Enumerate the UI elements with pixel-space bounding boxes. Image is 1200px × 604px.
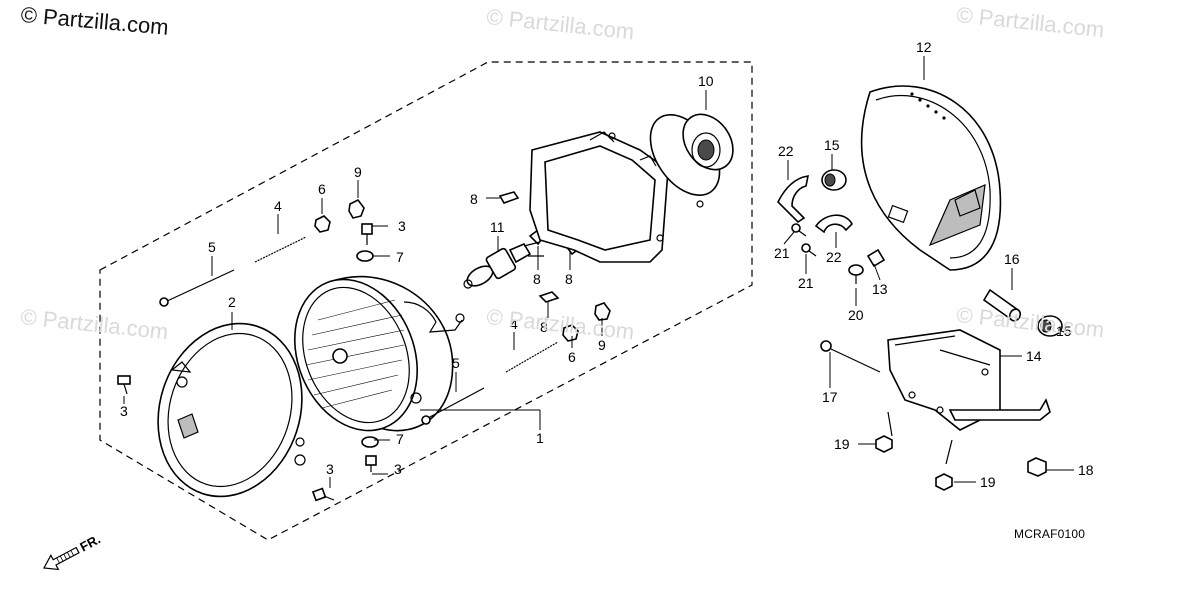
callout-8: 8 bbox=[565, 271, 573, 287]
collar-16 bbox=[982, 288, 1022, 322]
callout-8: 8 bbox=[533, 271, 541, 287]
adjusting-screw-upper bbox=[159, 269, 235, 307]
headlight-case bbox=[860, 85, 1002, 271]
grommet-15-lower bbox=[1037, 315, 1063, 337]
callout-4: 4 bbox=[274, 198, 282, 214]
callout-22: 22 bbox=[826, 249, 842, 265]
callout-21: 21 bbox=[774, 245, 790, 261]
headlight-stay bbox=[887, 329, 1051, 431]
callout-1: 1 bbox=[536, 430, 544, 446]
grommet-lower bbox=[361, 436, 379, 448]
socket-cover bbox=[649, 113, 734, 208]
callout-11: 11 bbox=[490, 219, 505, 235]
callout-15: 15 bbox=[1056, 323, 1072, 339]
callout-6: 6 bbox=[318, 181, 326, 197]
adjusting-spring-upper bbox=[254, 236, 307, 263]
callout-22: 22 bbox=[778, 143, 794, 159]
headlight-rim bbox=[157, 322, 306, 498]
front-direction-arrow-icon: FR. bbox=[43, 531, 103, 571]
stud-a bbox=[887, 411, 893, 437]
callout-19: 19 bbox=[980, 474, 996, 490]
cap-upper bbox=[348, 198, 365, 219]
callout-5: 5 bbox=[208, 239, 216, 255]
grommet-upper bbox=[356, 250, 374, 262]
adjusting-spring-lower bbox=[505, 341, 559, 373]
callout-9: 9 bbox=[354, 164, 362, 180]
callout-3: 3 bbox=[326, 461, 334, 477]
bracket-22-upper bbox=[777, 175, 810, 224]
screw-21-a bbox=[791, 223, 807, 237]
clip-13 bbox=[866, 248, 886, 268]
callout-10: 10 bbox=[698, 73, 714, 89]
cap-lower bbox=[594, 302, 611, 321]
callout-2: 2 bbox=[228, 294, 236, 310]
callout-9: 9 bbox=[598, 337, 606, 353]
callout-8: 8 bbox=[540, 319, 548, 335]
callout-18: 18 bbox=[1078, 462, 1094, 478]
callout-19: 19 bbox=[834, 436, 850, 452]
callout-3: 3 bbox=[394, 461, 402, 477]
screw-lower-b bbox=[365, 455, 377, 472]
bolt-17 bbox=[820, 340, 881, 373]
grommet-15-upper bbox=[821, 169, 847, 191]
callout-3: 3 bbox=[398, 218, 406, 234]
lens-pattern bbox=[305, 299, 405, 409]
screw-20 bbox=[848, 264, 864, 284]
bracket-22-lower bbox=[814, 214, 853, 234]
callout-12: 12 bbox=[916, 39, 932, 55]
leader-lines bbox=[123, 56, 1074, 488]
screw-21-b bbox=[801, 243, 817, 257]
headlight-lens-unit bbox=[293, 275, 465, 432]
nut-upper bbox=[314, 215, 331, 233]
callout-21: 21 bbox=[798, 275, 814, 291]
clip-a bbox=[498, 191, 520, 204]
nut-18 bbox=[1027, 457, 1047, 477]
nut-lower bbox=[562, 324, 579, 342]
adjusting-screw-lower bbox=[421, 387, 485, 425]
assembly-boundary bbox=[99, 61, 753, 541]
callout-17: 17 bbox=[822, 389, 838, 405]
callout-20: 20 bbox=[848, 307, 864, 323]
stud-b bbox=[945, 439, 953, 465]
front-direction-label: FR. bbox=[77, 531, 103, 554]
callout-6: 6 bbox=[568, 349, 576, 365]
nut-19-a bbox=[875, 435, 893, 453]
nut-19-b bbox=[935, 473, 953, 491]
screw-left bbox=[117, 375, 131, 395]
clip-d bbox=[538, 291, 560, 303]
callout-8: 8 bbox=[470, 191, 478, 207]
callout-14: 14 bbox=[1026, 348, 1042, 364]
callout-15: 15 bbox=[824, 137, 840, 153]
callout-7: 7 bbox=[396, 431, 404, 447]
screw-lower-a bbox=[311, 487, 335, 502]
callout-7: 7 bbox=[396, 249, 404, 265]
callout-4: 4 bbox=[510, 316, 518, 332]
callout-16: 16 bbox=[1004, 251, 1020, 267]
callout-5: 5 bbox=[452, 355, 460, 371]
diagram-code: MCRAF0100 bbox=[1014, 527, 1086, 541]
headlight-bracket-frame bbox=[529, 131, 669, 263]
callout-13: 13 bbox=[872, 281, 888, 297]
callout-labels: 1 2 3 3 3 3 4 4 5 5 6 6 7 7 8 8 8 8 9 9 … bbox=[120, 39, 1094, 490]
screw-upper bbox=[361, 223, 373, 245]
headlight-bulb bbox=[463, 241, 544, 289]
callout-3: 3 bbox=[120, 403, 128, 419]
